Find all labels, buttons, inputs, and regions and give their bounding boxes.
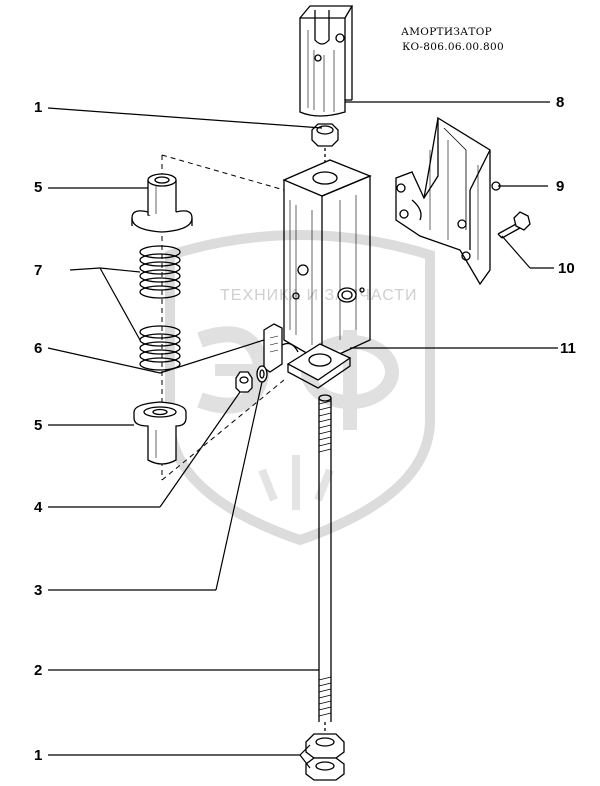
watermark-text: ТЕХНИКА И ЗАПЧАСТИ: [220, 287, 418, 304]
part-3-washer: [256, 365, 268, 383]
callout-9: 9: [556, 178, 565, 195]
part-1-top-nut: [311, 123, 339, 147]
leader-lines: [47, 101, 558, 769]
callout-3: 3: [34, 582, 43, 599]
callout-11: 11: [560, 340, 576, 357]
part-7-spring-lower: [139, 325, 181, 371]
part-6-bracket: [263, 323, 283, 373]
part-9-mounting-bracket: [395, 116, 501, 286]
part-11-base-plate: [281, 342, 352, 389]
callout-4: 4: [34, 499, 43, 516]
callout-10: 10: [558, 260, 575, 277]
part-5-top-bushing: [131, 173, 193, 233]
part-10-bolt: [497, 211, 531, 239]
drawing-title: АМОРТИЗАТОР: [400, 26, 492, 38]
callout-5-bottom: 5: [34, 417, 43, 434]
drawing-code: КО-806.06.00.800: [402, 41, 504, 53]
part-2-threaded-rod: [318, 394, 332, 736]
part-4-nut: [235, 371, 253, 393]
callout-1-top: 1: [34, 99, 43, 116]
part-5-bottom-bushing: [133, 401, 187, 465]
part-7-spring-upper: [139, 245, 181, 299]
callout-5-top: 5: [34, 179, 43, 196]
assembly-guide-lines: [161, 154, 285, 481]
callout-6: 6: [34, 340, 43, 357]
callout-8: 8: [556, 94, 565, 111]
part-8-fork: [299, 5, 354, 117]
callout-1-bottom: 1: [34, 747, 43, 764]
part-1-bottom-nuts: [305, 733, 345, 781]
callout-2: 2: [34, 662, 43, 679]
main-tube: [282, 159, 372, 364]
callout-7: 7: [34, 262, 43, 279]
